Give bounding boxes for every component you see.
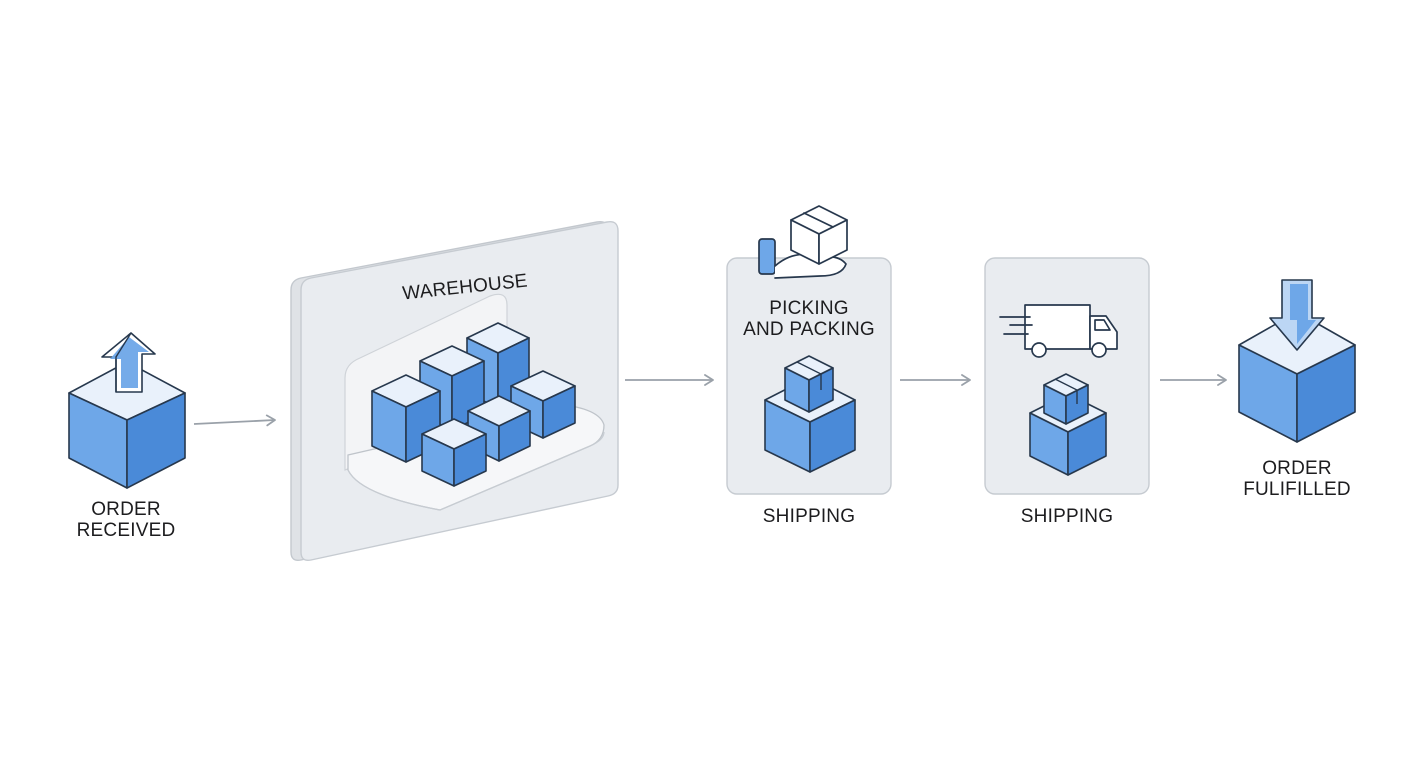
warehouse-shelf-boxes-icon [344, 293, 605, 511]
picking-title: PICKING AND PACKING [727, 298, 891, 340]
picking-packing-panel [726, 205, 892, 495]
shipping-caption: SHIPPING [985, 506, 1149, 527]
picking-package [784, 355, 834, 413]
order-fulfilled-label: ORDER FULIFILLED [1237, 458, 1357, 500]
down-arrow-icon [1269, 279, 1325, 351]
hand-holding-package-icon [758, 205, 848, 279]
order-received-line-2: RECEIVED [76, 520, 176, 541]
order-fulfilled-icon [1238, 279, 1356, 443]
warehouse-box-front [421, 418, 487, 487]
picking-caption: SHIPPING [727, 506, 891, 527]
flow-arrow-1 [193, 414, 276, 427]
order-received-cube [68, 361, 186, 489]
warehouse-panel [290, 221, 619, 562]
order-received-icon [68, 332, 186, 489]
shipping-caption-text: SHIPPING [1020, 506, 1114, 527]
picking-caption-text: SHIPPING [762, 506, 856, 527]
picking-title-line-1: PICKING [769, 298, 849, 319]
shipping-panel [984, 257, 1150, 495]
warehouse-box-center [467, 395, 531, 462]
order-fulfilled-line-2: FULIFILLED [1243, 479, 1351, 500]
order-received-line-1: ORDER [91, 499, 161, 520]
up-arrow-icon [101, 332, 156, 393]
shipping-package [1043, 373, 1089, 425]
order-received-label: ORDER RECEIVED [66, 499, 186, 541]
picking-title-line-2: AND PACKING [743, 319, 875, 340]
order-fulfilled-line-1: ORDER [1262, 458, 1332, 479]
delivery-truck-icon [999, 304, 1118, 358]
